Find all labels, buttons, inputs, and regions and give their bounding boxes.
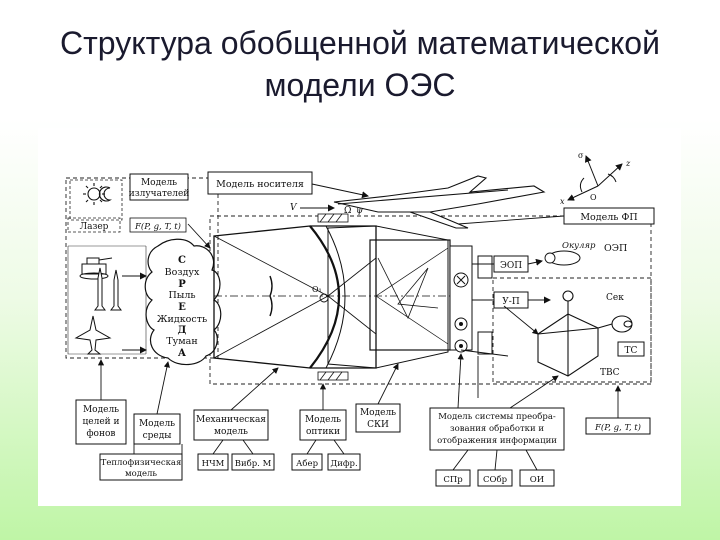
env-d: Д bbox=[178, 325, 187, 336]
o1-label: O₁ bbox=[312, 285, 322, 294]
optical-system bbox=[213, 225, 468, 369]
model-targets-label-3: фонов bbox=[87, 429, 116, 439]
model-medium-label-1: Модель bbox=[139, 419, 175, 429]
emitters-block: Модель излучателей Лазер F(P, g, T, t) bbox=[67, 173, 190, 233]
laser-box bbox=[67, 217, 121, 233]
center-mark bbox=[319, 293, 329, 303]
sensor-channel bbox=[449, 245, 493, 355]
model-medium-box bbox=[133, 413, 181, 445]
target-icons bbox=[67, 245, 147, 355]
env-c: С bbox=[178, 255, 186, 266]
sek-label: Сек bbox=[606, 293, 624, 303]
model-carrier-box bbox=[207, 171, 313, 195]
thermo-model-box bbox=[99, 453, 183, 481]
tank-icon bbox=[79, 257, 113, 280]
sigma-label: σ bbox=[578, 151, 584, 160]
env-dust: Пыль bbox=[168, 290, 195, 301]
tc-box bbox=[617, 341, 645, 357]
f-func-left-box bbox=[129, 217, 187, 233]
scene-region bbox=[65, 177, 219, 359]
oep-label: ОЭП bbox=[604, 243, 627, 254]
v-label: V bbox=[290, 203, 298, 213]
camera-icon bbox=[537, 290, 633, 377]
slide-title-line-1: Структура обобщенной математической bbox=[60, 25, 660, 61]
sun-icon bbox=[83, 183, 105, 205]
missile-icon bbox=[94, 267, 122, 311]
model-targets-label-2: целей и bbox=[82, 417, 119, 427]
eye-icon bbox=[544, 252, 556, 264]
moon-icon bbox=[98, 186, 112, 202]
carrier-aircraft-icon bbox=[333, 175, 546, 229]
mech-model-label-2: модель bbox=[214, 427, 248, 437]
tvs-label: ТВС bbox=[600, 368, 620, 378]
env-liquid: Жидкость bbox=[157, 314, 207, 325]
channel-arrows bbox=[472, 258, 551, 304]
sun-frame bbox=[69, 179, 123, 221]
thermo-label-1: Теплофизическая bbox=[101, 458, 182, 468]
nchm-label: НЧМ bbox=[202, 459, 225, 469]
laser-label: Лазер bbox=[80, 222, 109, 232]
o-label: О bbox=[590, 193, 597, 202]
okular-label: Окуляр bbox=[562, 241, 596, 251]
scene-arrows bbox=[122, 272, 147, 354]
tvs-region bbox=[492, 277, 652, 383]
model-medium-label-2: среды bbox=[143, 431, 172, 441]
mounting-hatches bbox=[317, 213, 349, 381]
oi-label: ОИ bbox=[530, 475, 544, 485]
omega-label: Ω bbox=[344, 206, 351, 216]
environment-cloud: С Воздух Р Пыль Е Жидкость Д Туман А bbox=[144, 238, 222, 366]
aircraft-icon bbox=[74, 315, 112, 355]
model-carrier-label: Модель носителя bbox=[216, 179, 304, 190]
model-optics-label-1: Модель bbox=[305, 415, 341, 425]
model-optics-label-2: оптики bbox=[306, 427, 340, 437]
mech-model-label-1: Механическая bbox=[196, 415, 266, 425]
model-targets-label-1: Модель bbox=[83, 405, 119, 415]
x-label: x bbox=[560, 197, 565, 206]
model-system-box bbox=[429, 407, 565, 451]
connector-lines bbox=[97, 223, 622, 471]
slide-title: Структура обобщенной математической моде… bbox=[0, 22, 720, 106]
channel-link bbox=[460, 349, 509, 357]
psi-label: ψ bbox=[356, 206, 364, 216]
mech-model-box bbox=[193, 409, 269, 441]
model-system-label-2: зования обработки и bbox=[450, 423, 544, 434]
slide-title-line-2: модели ОЭС bbox=[264, 67, 456, 103]
sobr-label: СОбр bbox=[483, 474, 508, 485]
model-system-label-1: Модель системы преобра- bbox=[438, 411, 556, 422]
model-emitters-label-2: излучателей bbox=[129, 189, 190, 199]
env-fog: Туман bbox=[166, 336, 197, 347]
u-p-label: У-П bbox=[502, 297, 520, 307]
structure-diagram: Модель излучателей Лазер F(P, g, T, t) С… bbox=[65, 151, 655, 487]
thermo-label-2: модель bbox=[125, 469, 157, 479]
eop-label: ЭОП bbox=[500, 261, 522, 271]
model-ski-label-1: Модель bbox=[360, 408, 396, 418]
spr-label: СПр bbox=[443, 475, 463, 485]
model-ski-label-2: СКИ bbox=[367, 420, 389, 430]
diagram-panel: Модель излучателей Лазер F(P, g, T, t) С… bbox=[38, 128, 681, 506]
model-targets-box bbox=[75, 399, 127, 445]
to-camera-arrow bbox=[503, 305, 539, 335]
model-fp-label: Модель ФП bbox=[580, 212, 637, 223]
tc-label: ТС bbox=[625, 346, 638, 356]
model-emitters-label-1: Модель bbox=[141, 178, 177, 188]
env-air: Воздух bbox=[165, 267, 200, 278]
vibr-label: Вибр. М bbox=[235, 458, 272, 469]
model-system-label-3: отображения информации bbox=[437, 435, 557, 446]
env-a: А bbox=[178, 348, 187, 359]
difr-label: Дифр. bbox=[330, 459, 357, 469]
axis-system bbox=[567, 155, 623, 201]
model-emitters-box bbox=[129, 173, 189, 201]
f-func-left-label: F(P, g, T, t) bbox=[134, 221, 181, 232]
env-p: Р bbox=[178, 279, 186, 290]
f-func-right-label: F(P, g, T, t) bbox=[594, 422, 641, 433]
aber-label: Абер bbox=[296, 458, 319, 469]
env-e: Е bbox=[178, 302, 186, 313]
bottom-models: Модель целей и фонов Модель среды Механи… bbox=[75, 399, 651, 487]
z-label: z bbox=[625, 159, 631, 168]
